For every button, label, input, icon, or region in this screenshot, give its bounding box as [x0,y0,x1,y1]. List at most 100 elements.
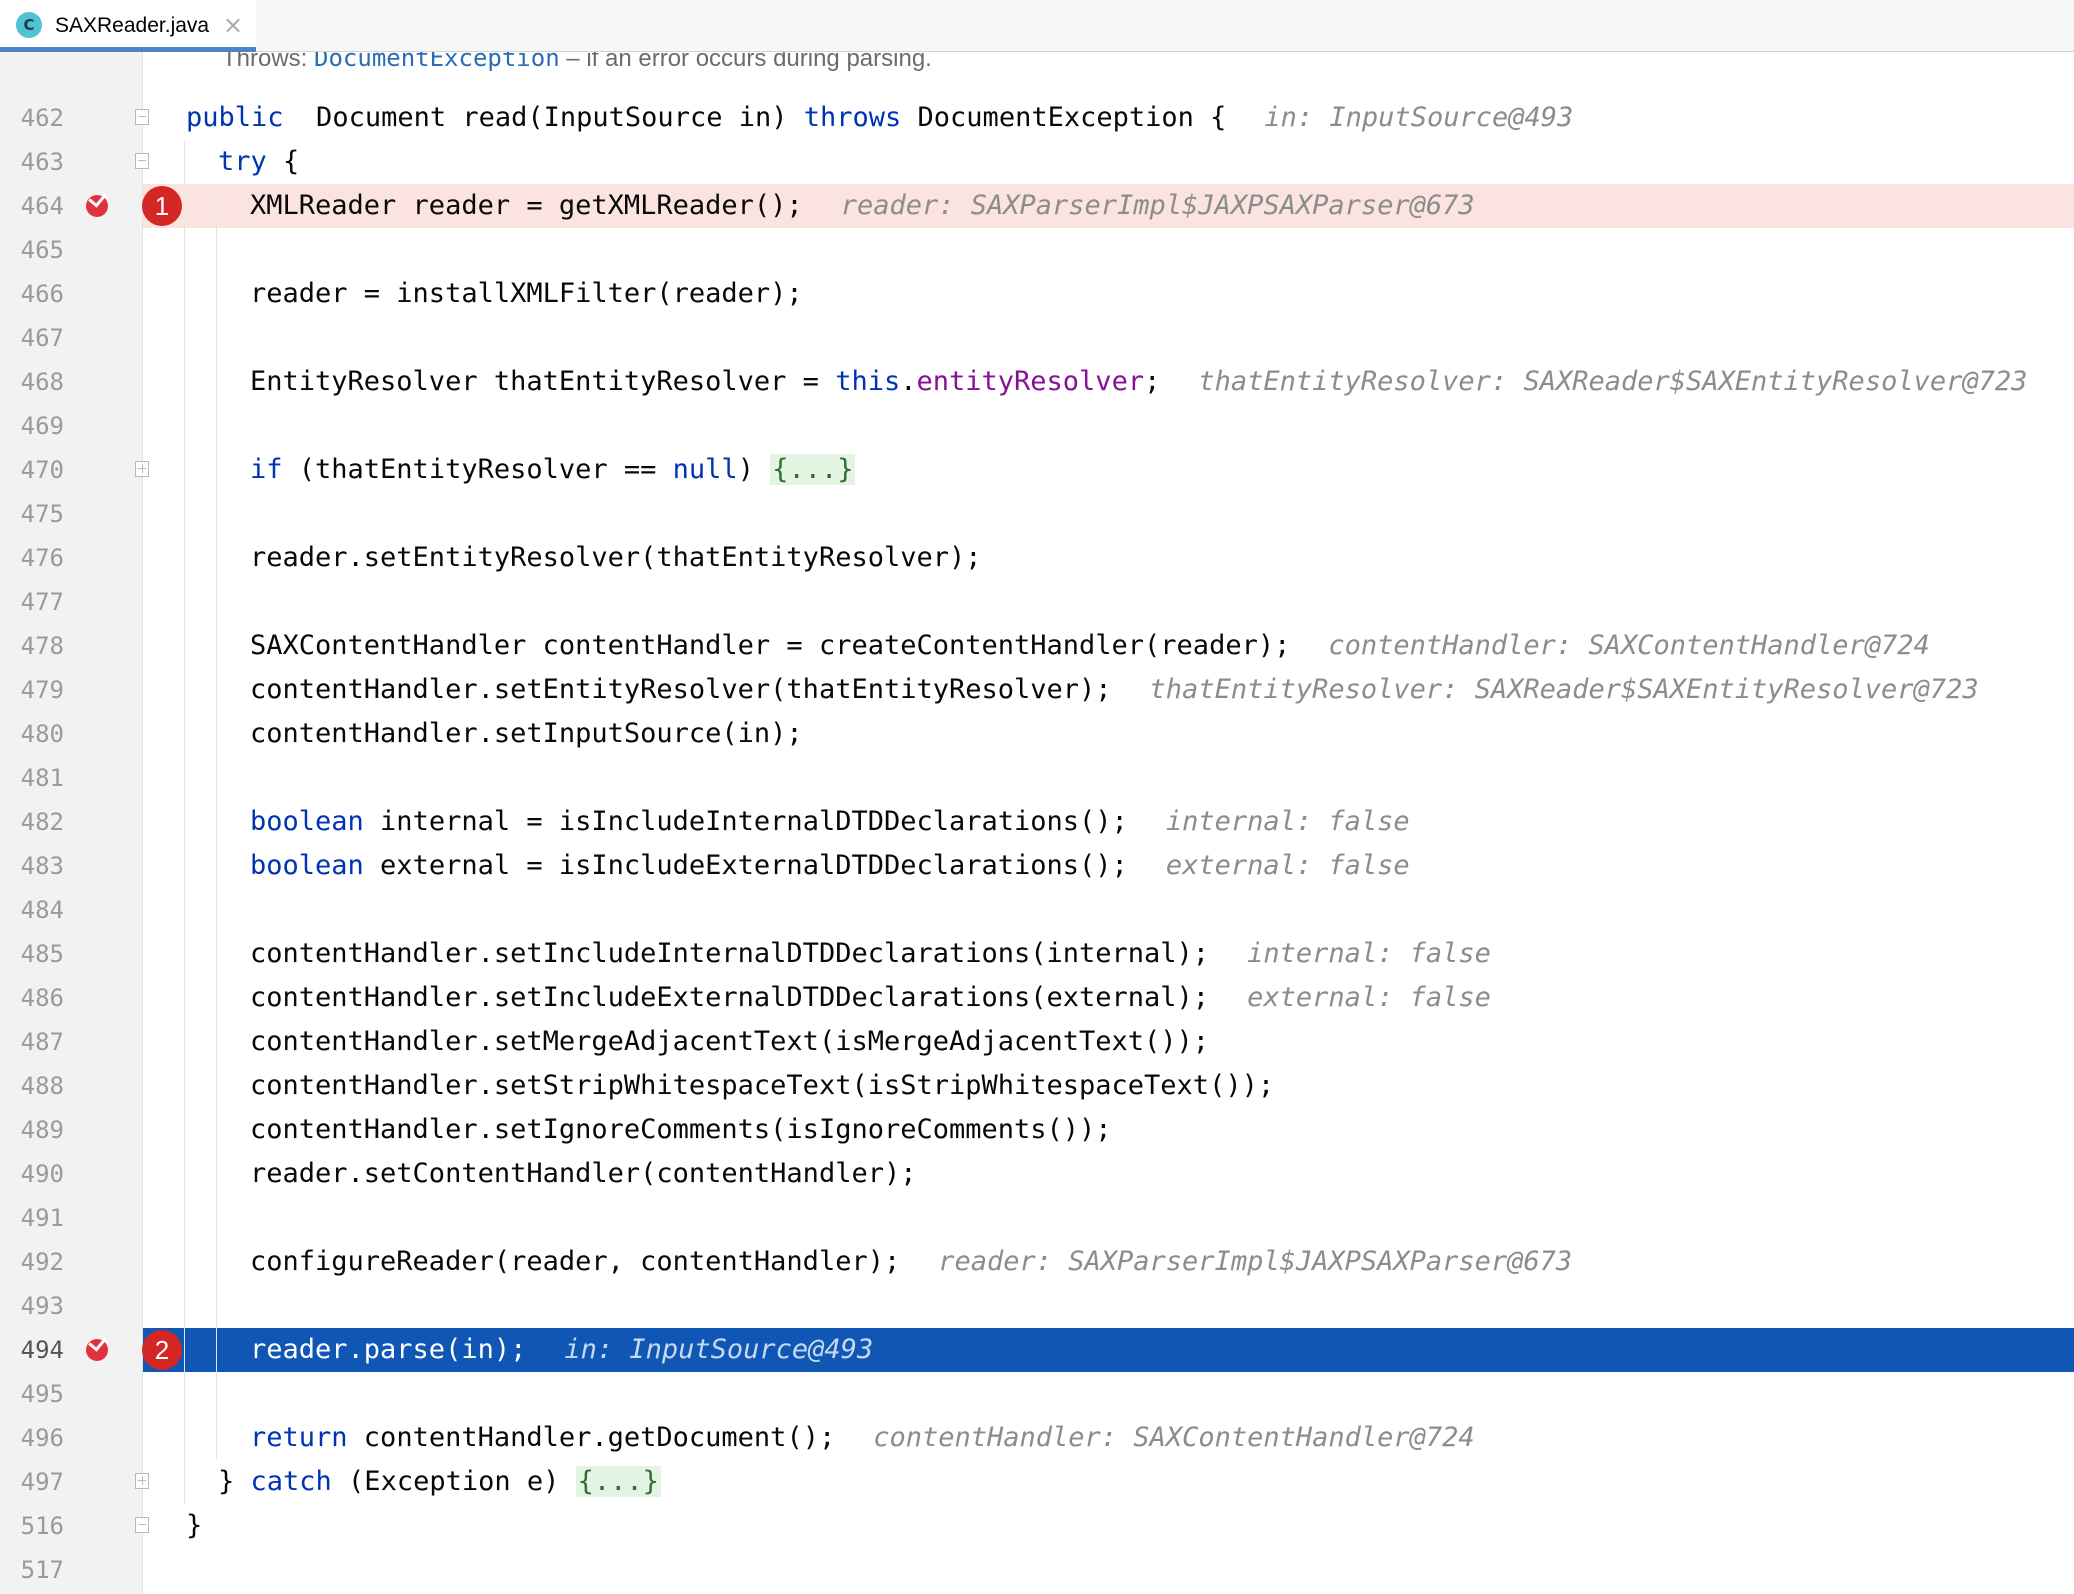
code-text[interactable]: reader.parse(in);in: InputSource@493 [250,1328,873,1372]
code-line-477[interactable]: 477 [0,580,2074,624]
code-line-480[interactable]: 480 contentHandler.setInputSource(in); [0,712,2074,756]
code-text[interactable]: if (thatEntityResolver == null) {...} [250,448,856,492]
inline-debug-value[interactable]: external: false [1165,850,1410,881]
code-line-488[interactable]: 488 contentHandler.setStripWhitespaceText… [0,1064,2074,1108]
line-number[interactable]: 468 [20,368,64,396]
line-number[interactable]: 467 [20,324,64,352]
code-line-465[interactable]: 465 [0,228,2074,272]
code-line-495[interactable]: 495 [0,1372,2074,1416]
code-text[interactable]: boolean internal = isIncludeInternalDTDD… [250,800,1410,844]
breakpoint-icon[interactable] [86,195,108,217]
line-number[interactable]: 495 [20,1380,64,1408]
code-text[interactable]: contentHandler.setInputSource(in); [250,712,803,756]
doc-exception-link[interactable]: DocumentException [314,52,560,72]
code-text[interactable]: try { [218,140,299,184]
code-line-482[interactable]: 482 boolean internal = isIncludeInternalD… [0,800,2074,844]
line-number[interactable]: 482 [20,808,64,836]
code-text[interactable]: contentHandler.setIncludeInternalDTDDecl… [250,932,1491,976]
folded-code-region[interactable]: {...} [770,454,856,485]
code-text[interactable]: reader.setEntityResolver(thatEntityResol… [250,536,982,580]
code-text[interactable]: public Document read(InputSource in) thr… [186,96,1573,140]
code-text[interactable]: contentHandler.setEntityResolver(thatEnt… [250,668,1979,712]
code-line-470[interactable]: 470 if (thatEntityResolver == null) {...} [0,448,2074,492]
line-number[interactable]: 475 [20,500,64,528]
code-text[interactable]: configureReader(reader, contentHandler);… [250,1240,1572,1284]
code-line-487[interactable]: 487 contentHandler.setMergeAdjacentText(i… [0,1020,2074,1064]
code-text[interactable]: contentHandler.setStripWhitespaceText(is… [250,1064,1274,1108]
inline-debug-value[interactable]: reader: SAXParserImpl$JAXPSAXParser@673 [938,1246,1573,1277]
code-text[interactable]: } [186,1504,202,1548]
editor-gutter[interactable] [0,52,143,1594]
line-number[interactable]: 517 [20,1556,64,1584]
line-number[interactable]: 462 [20,104,64,132]
line-number[interactable]: 491 [20,1204,64,1232]
inline-debug-value[interactable]: thatEntityResolver: SAXReader$SAXEntityR… [1149,674,1979,705]
line-number[interactable]: 487 [20,1028,64,1056]
line-number[interactable]: 485 [20,940,64,968]
folded-code-region[interactable]: {...} [575,1466,661,1497]
tab-saxreader-java[interactable]: C SAXReader.java × [0,0,256,52]
line-number[interactable]: 478 [20,632,64,660]
close-icon[interactable]: × [222,11,244,39]
line-number[interactable]: 481 [20,764,64,792]
line-number[interactable]: 469 [20,412,64,440]
inline-debug-value[interactable]: contentHandler: SAXContentHandler@724 [873,1422,1475,1453]
line-number[interactable]: 492 [20,1248,64,1276]
code-line-497[interactable]: 497} catch (Exception e) {...} [0,1460,2074,1504]
code-text[interactable]: } catch (Exception e) {...} [218,1460,661,1504]
code-line-475[interactable]: 475 [0,492,2074,536]
inline-debug-value[interactable]: internal: false [1247,938,1491,969]
line-number[interactable]: 480 [20,720,64,748]
line-number[interactable]: 466 [20,280,64,308]
code-line-476[interactable]: 476 reader.setEntityResolver(thatEntityRe… [0,536,2074,580]
code-text[interactable]: XMLReader reader = getXMLReader();reader… [250,184,1475,228]
line-number[interactable]: 494 [20,1336,64,1364]
code-text[interactable]: reader.setContentHandler(contentHandler)… [250,1152,916,1196]
fold-collapse-icon[interactable] [135,109,149,125]
code-text[interactable]: reader = installXMLFilter(reader); [250,272,803,316]
line-number[interactable]: 516 [20,1512,64,1540]
code-line-489[interactable]: 489 contentHandler.setIgnoreComments(isIg… [0,1108,2074,1152]
line-number[interactable]: 484 [20,896,64,924]
code-line-484[interactable]: 484 [0,888,2074,932]
fold-collapse-icon[interactable] [135,153,149,169]
line-number[interactable]: 477 [20,588,64,616]
code-line-469[interactable]: 469 [0,404,2074,448]
line-number[interactable]: 470 [20,456,64,484]
line-number[interactable]: 483 [20,852,64,880]
breakpoint-icon[interactable] [86,1339,108,1361]
fold-expand-icon[interactable] [135,1473,149,1489]
code-line-462[interactable]: 462 public Document read(InputSource in) … [0,96,2074,140]
inline-debug-value[interactable]: in: InputSource@493 [564,1334,874,1365]
inline-debug-value[interactable]: internal: false [1165,806,1410,837]
line-number[interactable]: 465 [20,236,64,264]
code-line-485[interactable]: 485 contentHandler.setIncludeInternalDTDD… [0,932,2074,976]
code-line-467[interactable]: 467 [0,316,2074,360]
inline-debug-value[interactable]: external: false [1247,982,1491,1013]
line-number[interactable]: 488 [20,1072,64,1100]
code-text[interactable]: contentHandler.setIgnoreComments(isIgnor… [250,1108,1112,1152]
line-number[interactable]: 489 [20,1116,64,1144]
fold-collapse-icon[interactable] [135,1517,149,1533]
code-line-479[interactable]: 479 contentHandler.setEntityResolver(that… [0,668,2074,712]
code-line-491[interactable]: 491 [0,1196,2074,1240]
code-text[interactable]: return contentHandler.getDocument();cont… [250,1416,1475,1460]
line-number[interactable]: 463 [20,148,64,176]
code-editor[interactable]: Throws: DocumentException – if an error … [0,52,2074,1594]
line-number[interactable]: 479 [20,676,64,704]
line-number[interactable]: 476 [20,544,64,572]
code-line-463[interactable]: 463 try { [0,140,2074,184]
code-line-517[interactable]: 517 [0,1548,2074,1592]
code-text[interactable]: SAXContentHandler contentHandler = creat… [250,624,1930,668]
line-number[interactable]: 493 [20,1292,64,1320]
code-line-493[interactable]: 493 [0,1284,2074,1328]
code-text[interactable]: contentHandler.setMergeAdjacentText(isMe… [250,1020,1209,1064]
line-number[interactable]: 496 [20,1424,64,1452]
inline-debug-value[interactable]: reader: SAXParserImpl$JAXPSAXParser@673 [840,190,1475,221]
inline-debug-value[interactable]: contentHandler: SAXContentHandler@724 [1328,630,1930,661]
